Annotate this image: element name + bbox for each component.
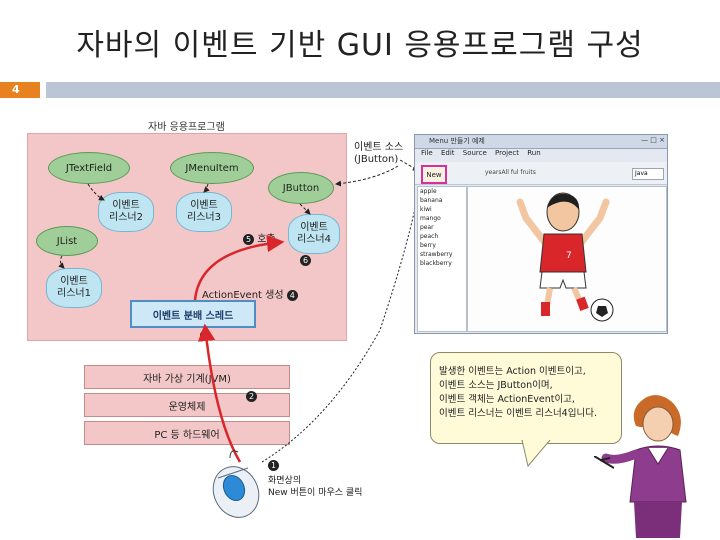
- list-item[interactable]: kiwi: [418, 205, 466, 214]
- arrow-mouse-dispatch: [205, 326, 240, 462]
- list-item[interactable]: peach: [418, 232, 466, 241]
- mouse-click-label: 화면상의 New 버튼이 마우스 클릭: [268, 475, 362, 499]
- menu-project[interactable]: Project: [495, 149, 519, 157]
- step-1-badge: 1: [268, 460, 279, 471]
- arrow-mouse-window: [262, 184, 420, 462]
- list-item[interactable]: mango: [418, 214, 466, 223]
- window-controls[interactable]: — □ ×: [641, 136, 665, 144]
- menu-source[interactable]: Source: [463, 149, 487, 157]
- list-item[interactable]: blackberry: [418, 259, 466, 268]
- window-titlebar: Menu 만들기 예제 — □ ×: [415, 135, 667, 149]
- arrow-jmenuitem-listener3: [204, 184, 208, 192]
- menu-run[interactable]: Run: [527, 149, 540, 157]
- soccer-player-image: 7: [508, 188, 618, 328]
- app-window-screenshot: Menu 만들기 예제 — □ × File Edit Source Proje…: [414, 134, 668, 334]
- list-item[interactable]: pear: [418, 223, 466, 232]
- explanation-bubble: 발생한 이벤트는 Action 이벤트이고, 이벤트 소스는 JButton이며…: [430, 352, 622, 444]
- toolbar-text: yearsAll ful fruits: [485, 169, 536, 176]
- language-combo[interactable]: Java: [632, 168, 664, 180]
- list-item[interactable]: strawberry: [418, 250, 466, 259]
- pointer-stick: [594, 456, 614, 470]
- step-1-label: 1: [268, 460, 279, 472]
- arrow-jlist-listener1: [60, 256, 64, 268]
- arrow-source-jbutton: [336, 166, 398, 184]
- bubble-text: 발생한 이벤트는 Action 이벤트이고, 이벤트 소스는 JButton이며…: [439, 365, 597, 421]
- menu-file[interactable]: File: [421, 149, 433, 157]
- fruit-list[interactable]: apple banana kiwi mango pear peach berry…: [417, 186, 467, 332]
- menu-edit[interactable]: Edit: [441, 149, 455, 157]
- arrow-jtextfield-listener2: [88, 184, 104, 200]
- teacher-illustration: [600, 392, 710, 538]
- list-item[interactable]: berry: [418, 241, 466, 250]
- arrow-dispatch-listener4: [195, 242, 282, 300]
- mouse-icon: [200, 448, 270, 520]
- window-menubar: File Edit Source Project Run: [415, 149, 667, 160]
- window-title: Menu 만들기 예제: [429, 136, 485, 146]
- svg-text:7: 7: [566, 251, 572, 261]
- list-item[interactable]: apple: [418, 187, 466, 196]
- bubble-tail: [520, 440, 560, 470]
- list-item[interactable]: banana: [418, 196, 466, 205]
- window-toolbar: New yearsAll ful fruits Java: [415, 162, 667, 185]
- new-button[interactable]: New: [421, 165, 447, 184]
- arrow-jbutton-listener4: [300, 204, 310, 214]
